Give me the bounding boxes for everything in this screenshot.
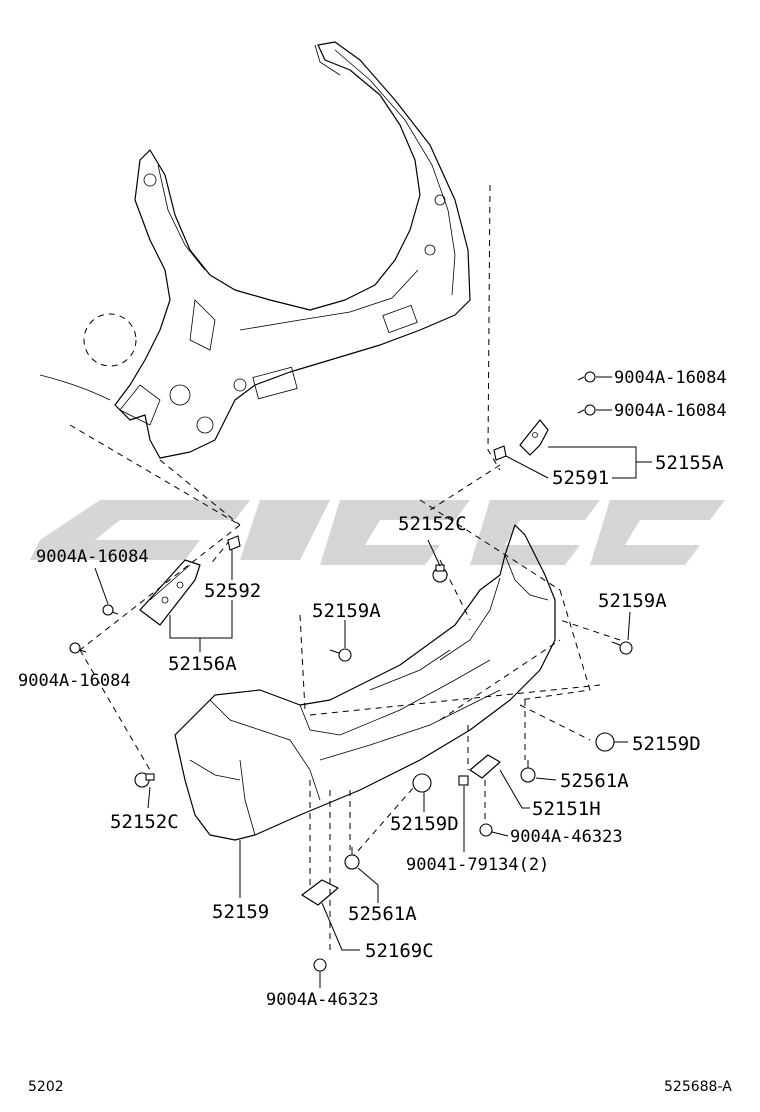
nut-90041-79134 <box>458 775 469 786</box>
callout-9004a-16084-top: 9004A-16084 <box>614 368 727 388</box>
callout-52159d-left: 52159D <box>390 813 459 835</box>
callout-9004a-46323-mid: 9004A-46323 <box>510 827 623 847</box>
callout-52159a-right: 52159A <box>598 590 667 612</box>
callout-90041-79134: 90041-79134(2) <box>406 855 549 875</box>
bolt-9004a-16084-top <box>577 371 596 383</box>
footer-diagram-id: 525688-A <box>664 1079 732 1095</box>
screw-52159a-mid <box>329 648 352 662</box>
fastener-52561a-left <box>344 847 360 870</box>
callout-labels: 9004A-16084 9004A-16084 52155A 52591 521… <box>18 368 727 1010</box>
callout-52159: 52159 <box>212 901 269 923</box>
callout-9004a-16084-mid: 9004A-16084 <box>614 401 727 421</box>
callout-52591: 52591 <box>552 467 609 489</box>
callout-52152c-top: 52152C <box>398 513 467 535</box>
seal-52151h <box>469 754 501 779</box>
seal-52169c <box>301 879 339 906</box>
callout-52156a: 52156A <box>168 653 237 675</box>
callout-52159d-right: 52159D <box>632 733 701 755</box>
fastener-52561a-right <box>520 760 536 783</box>
clip-52152c-top <box>432 564 448 583</box>
callout-9004a-16084-left-b: 9004A-16084 <box>18 671 131 691</box>
callout-52152c-left: 52152C <box>110 811 179 833</box>
callout-52169c: 52169C <box>365 940 434 962</box>
callout-9004a-46323-bottom: 9004A-46323 <box>266 990 379 1010</box>
screw-52159a-right <box>611 641 633 655</box>
bracket-right-52155a <box>519 419 549 456</box>
plug-52159d-right <box>595 732 615 752</box>
clip-52152c-left <box>134 772 155 788</box>
bolt-9004a-16084-left-a <box>102 604 119 616</box>
retainer-52592 <box>227 535 241 551</box>
bolt-9004a-16084-left-b <box>69 642 87 654</box>
callout-52561a-left: 52561A <box>348 903 417 925</box>
callout-52561a-right: 52561A <box>560 770 629 792</box>
rear-bumper-cover <box>174 524 556 841</box>
bolt-9004a-46323-bottom <box>313 958 327 972</box>
leader-lines <box>94 376 652 988</box>
callout-9004a-16084-left-a: 9004A-16084 <box>36 547 149 567</box>
bracket-left-52156a <box>139 559 201 626</box>
callout-52151h: 52151H <box>532 798 601 820</box>
bolt-9004a-46323-mid <box>479 823 493 837</box>
fuel-lid-outline <box>39 313 137 401</box>
callout-52159a-mid: 52159A <box>312 600 381 622</box>
body-quarter-panel <box>114 41 471 459</box>
footer-page-code: 5202 <box>28 1079 64 1095</box>
bolt-9004a-16084-mid <box>577 404 596 416</box>
retainer-52591 <box>493 445 507 461</box>
callout-52592: 52592 <box>204 580 261 602</box>
callout-52155a: 52155A <box>655 452 724 474</box>
guide-lines <box>69 184 621 955</box>
fasteners <box>69 371 633 972</box>
plug-52159d-left <box>412 773 432 793</box>
